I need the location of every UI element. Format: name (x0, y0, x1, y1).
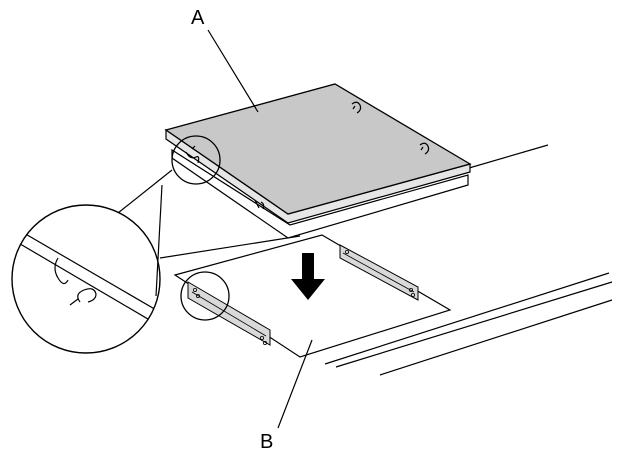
bracket-right (339, 244, 419, 301)
worktop-lines (159, 144, 613, 376)
down-arrow-icon (291, 253, 325, 300)
magnifier-leader-1 (117, 169, 173, 214)
hob-detail-marker (171, 135, 221, 185)
worktop-front-edge-2 (335, 281, 613, 368)
callout-b-leader (277, 339, 313, 429)
callout-a-label: A (191, 7, 205, 29)
bracket-detail-marker (180, 271, 230, 321)
worktop-front-edge-3 (379, 299, 613, 376)
hob-glass-top (164, 83, 472, 215)
worktop-left-edge (159, 235, 301, 259)
ceramic-hob (164, 83, 472, 239)
callout-b: B (260, 339, 313, 453)
clip-icon-corner (185, 145, 200, 164)
worktop-front-edge-1 (324, 272, 610, 365)
callout-a-leader (207, 29, 259, 113)
clip-icon-top-2 (419, 142, 430, 155)
clip-icon-underside (254, 199, 265, 210)
callout-a: A (191, 7, 259, 113)
magnified-detail-circle (11, 169, 173, 354)
worktop-cutout (173, 234, 452, 358)
bracket-left (187, 281, 271, 346)
callout-b-label: B (260, 431, 273, 453)
clip-icon-top-1 (351, 101, 362, 114)
magnifier-leader-2 (155, 184, 163, 297)
